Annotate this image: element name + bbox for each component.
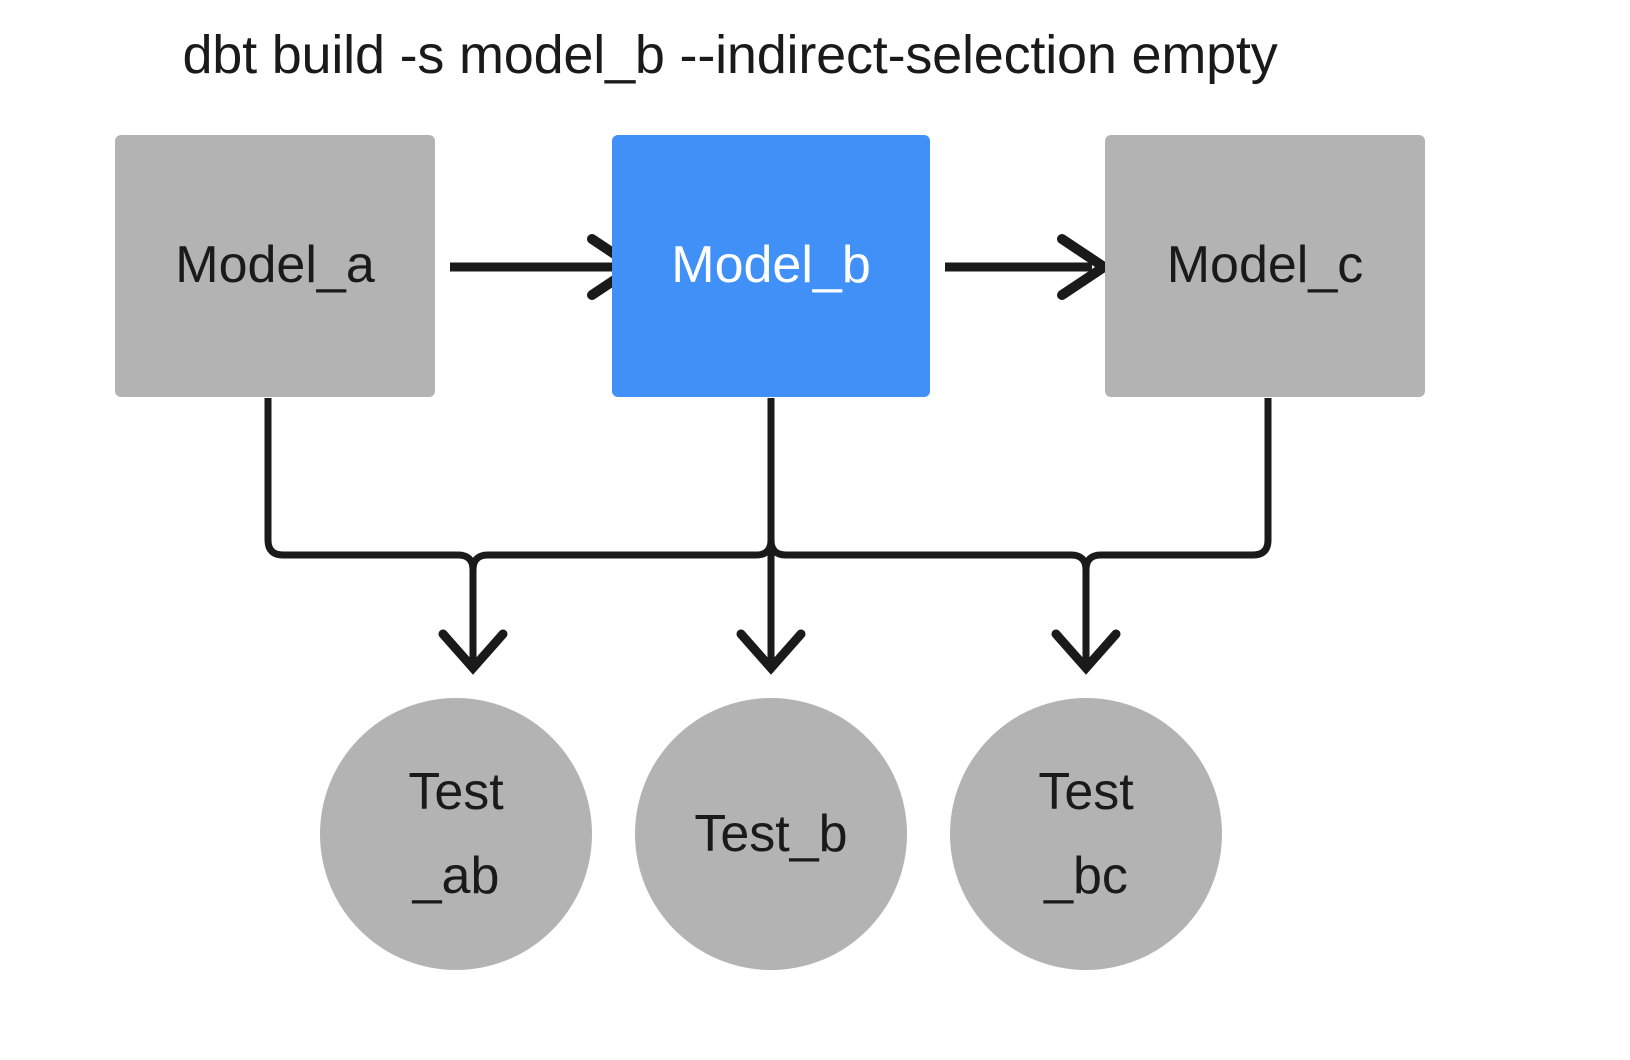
- node-model-a-label: Model_a: [175, 236, 375, 295]
- node-model-b[interactable]: Model_b: [612, 135, 930, 397]
- arrowhead-test-ab: [438, 629, 508, 675]
- node-test-bc-label-line2: _bc: [1044, 847, 1128, 905]
- node-model-a[interactable]: Model_a: [115, 135, 435, 397]
- edge-model-a-to-test-ab: [264, 398, 477, 662]
- node-model-c[interactable]: Model_c: [1105, 135, 1425, 397]
- node-model-b-label: Model_b: [671, 236, 871, 295]
- node-test-ab-label-line2: _ab: [412, 847, 500, 905]
- edge-model-a-to-model-b: [450, 234, 644, 300]
- node-test-b-label-line1: Test_b: [694, 804, 848, 863]
- arrowhead-test-bc: [1051, 629, 1121, 675]
- node-test-ab[interactable]: Test _ab: [320, 698, 592, 970]
- edge-model-b-to-model-c: [945, 234, 1114, 300]
- edge-model-b-to-test-bc: [767, 398, 1090, 662]
- node-test-bc-label-line1: Test: [1038, 762, 1134, 821]
- node-test-bc[interactable]: Test _bc: [950, 698, 1222, 970]
- diagram-title: dbt build -s model_b --indirect-selectio…: [182, 25, 1278, 85]
- edge-model-c-to-test-bc: [1082, 398, 1272, 662]
- edge-model-b-to-test-ab: [469, 398, 775, 662]
- node-model-c-label: Model_c: [1166, 236, 1364, 295]
- node-test-b[interactable]: Test_b: [635, 698, 907, 970]
- node-test-ab-label-line1: Test: [408, 762, 504, 821]
